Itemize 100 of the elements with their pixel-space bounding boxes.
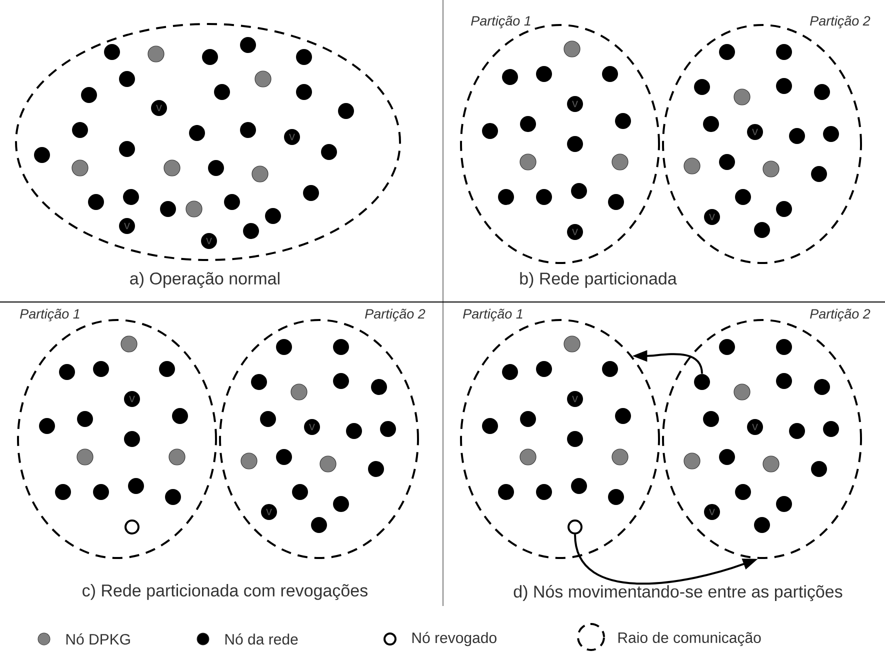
network-node-dot — [338, 103, 354, 119]
network-node-dot — [602, 361, 618, 377]
network-node-dot — [567, 431, 583, 447]
network-node-dot — [81, 87, 97, 103]
network-node-dot — [119, 141, 135, 157]
dpkg-node-dot — [564, 336, 580, 352]
legend-label: Nó revogado — [412, 632, 496, 646]
dpkg-node-dot — [520, 448, 536, 466]
network-node-dot — [482, 123, 498, 139]
partition-label: Partição 1 — [463, 308, 522, 322]
network-node-dot — [165, 489, 181, 505]
network-node-dot — [128, 478, 144, 494]
dpkg-node-dot — [254, 70, 272, 88]
dpkg-node-dot — [612, 154, 628, 170]
network-node-dot — [520, 411, 536, 427]
partition-label: Partição 1 — [471, 16, 530, 28]
legend-label: Nó DPKG — [66, 633, 130, 645]
network-node-dot — [814, 84, 830, 100]
network-node-dot — [208, 160, 224, 176]
network-node-dot — [536, 66, 552, 82]
network-node-dot — [240, 37, 256, 53]
network-node-dot — [719, 44, 735, 60]
network-node-dot — [119, 71, 135, 87]
network-node-dot — [368, 461, 384, 477]
dpkg-node-dot — [186, 200, 202, 218]
dpkg-node-dot — [164, 160, 180, 176]
dpkg-node-dot — [684, 158, 700, 174]
network-node-dot — [243, 223, 259, 239]
network-node-dot — [333, 496, 349, 512]
network-node-dot — [571, 478, 587, 494]
dpkg-node-dot — [520, 154, 536, 170]
network-node-dot — [811, 461, 828, 477]
network-node-dot — [59, 364, 75, 380]
dpkg-node-dot — [320, 456, 336, 472]
network-node-dot — [93, 361, 109, 377]
network-node-dot — [615, 113, 631, 129]
network-node-dot — [602, 66, 618, 82]
network-node-dot — [189, 125, 205, 141]
dpkg-node-dot — [762, 160, 780, 178]
network-node-dot — [776, 496, 792, 512]
network-node-dot — [39, 418, 55, 434]
network-node-dot — [123, 189, 139, 205]
network-node-dot — [536, 189, 552, 205]
panel-caption: b) Rede particionada — [520, 272, 677, 288]
network-node-dot — [776, 78, 792, 94]
network-node-dot — [321, 144, 337, 160]
network-node-dot — [311, 517, 327, 533]
dpkg-node-dot — [120, 336, 138, 352]
network-node-dot — [719, 449, 735, 465]
network-node-dot — [498, 484, 514, 500]
communication-radius — [15, 23, 401, 261]
partition-label: Partição 2 — [810, 308, 870, 322]
network-node-dot — [520, 116, 536, 132]
network-node-dot — [240, 122, 256, 138]
network-node-dot — [735, 189, 751, 205]
network-node-dot — [536, 361, 552, 377]
dpkg-node-dot — [76, 448, 94, 466]
network-node-dot — [823, 421, 839, 437]
network-node-dot — [608, 489, 624, 505]
dpkg-node-dot — [564, 40, 580, 58]
network-node-dot — [296, 49, 312, 65]
dpkg-node-dot — [252, 166, 268, 182]
network-node-dot — [719, 154, 735, 170]
network-node-dot — [124, 431, 140, 447]
network-node-dot — [380, 421, 396, 437]
panel-caption: c) Rede particionada com revogações — [82, 584, 368, 600]
network-node-dot — [34, 147, 50, 163]
network-node-dot — [615, 408, 631, 424]
network-node-dot — [292, 484, 308, 500]
network-node-dot — [93, 484, 109, 500]
network-node-dot — [823, 126, 839, 142]
dpkg-node-dot — [734, 88, 750, 106]
dpkg-node-dot — [612, 448, 628, 466]
panel-caption: d) Nós movimentando-se entre as partições — [514, 584, 842, 602]
network-node-dot — [719, 339, 735, 355]
dpkg-node-dot — [72, 160, 88, 176]
dpkg-node-dot — [168, 448, 186, 466]
network-node-dot — [303, 185, 319, 201]
dpkg-node-dot — [148, 46, 164, 62]
network-node-dot — [202, 49, 218, 65]
network-node-dot — [502, 69, 518, 85]
network-node-dot — [498, 189, 514, 205]
network-node-dot — [502, 364, 518, 380]
dpkg-node-dot — [240, 452, 258, 470]
legend-label: Raio de comunicação — [618, 632, 761, 646]
network-node-dot — [296, 84, 312, 100]
dpkg-node-dot — [290, 384, 308, 400]
network-node-dot — [703, 116, 719, 132]
network-node-dot — [159, 361, 175, 377]
legend-label: Nó da rede — [225, 633, 298, 645]
network-node-dot — [608, 194, 624, 210]
network-node-dot — [811, 166, 828, 182]
network-node-dot — [567, 136, 583, 152]
network-node-dot — [814, 379, 830, 395]
network-node-dot — [276, 449, 292, 465]
panel-caption: a) Operação normal — [130, 272, 280, 288]
network-node-dot — [754, 517, 770, 533]
dpkg-node-dot — [684, 452, 700, 470]
network-node-dot — [536, 484, 552, 500]
partition-label: Partição 2 — [365, 308, 426, 322]
